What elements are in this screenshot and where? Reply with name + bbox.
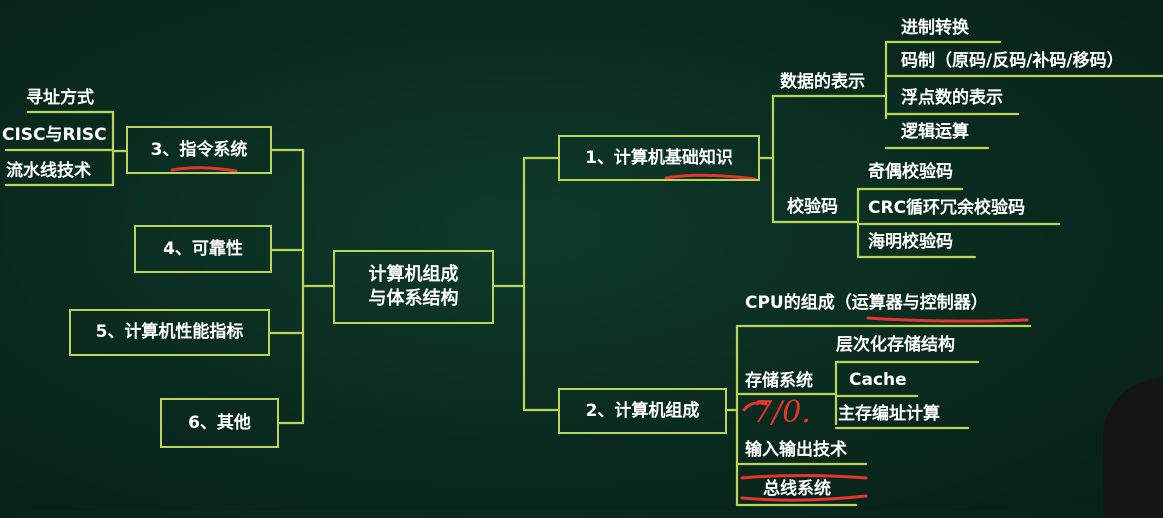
group-data-representation: 数据的表示: [780, 72, 865, 92]
leaf-base-conversion: 进制转换: [901, 18, 969, 38]
leaf-pipeline: 流水线技术: [6, 161, 91, 181]
leaf-storage-hierarchy: 层次化存储结构: [836, 335, 955, 355]
item-cpu-composition: CPU的组成（运算器与控制器）: [745, 293, 988, 313]
leaf-cisc-risc: CISC与RISC: [2, 125, 107, 145]
node-reliability: 4、可靠性: [134, 225, 272, 273]
node-instruction-system-label: 3、指令系统: [150, 139, 248, 160]
leaf-hamming-code: 海明校验码: [868, 232, 953, 252]
node-computer-organization-label: 2、计算机组成: [585, 400, 700, 421]
node-performance-metrics-label: 5、计算机性能指标: [95, 322, 244, 343]
group-check-codes: 校验码: [787, 197, 838, 217]
node-computer-basics: 1、计算机基础知识: [558, 135, 760, 181]
leaf-floating-point: 浮点数的表示: [901, 88, 1003, 108]
node-reliability-label: 4、可靠性: [163, 238, 243, 259]
node-computer-organization: 2、计算机组成: [558, 388, 727, 434]
leaf-code-systems: 码制（原码/反码/补码/移码）: [901, 51, 1124, 71]
center-node-label: 计算机组成 与体系结构: [368, 263, 459, 309]
item-bus-system: 总线系统: [763, 479, 831, 499]
node-instruction-system: 3、指令系统: [126, 126, 272, 174]
node-other: 6、其他: [160, 398, 279, 448]
node-other-label: 6、其他: [188, 412, 251, 433]
node-computer-basics-label: 1、计算机基础知识: [585, 147, 733, 168]
leaf-logic-operations: 逻辑运算: [901, 122, 969, 142]
leaf-parity-code: 奇偶校验码: [868, 162, 953, 182]
leaf-cache: Cache: [849, 370, 907, 390]
center-node: 计算机组成 与体系结构: [333, 250, 494, 324]
leaf-main-memory-addressing: 主存编址计算: [838, 404, 940, 424]
leaf-crc-code: CRC循环冗余校验码: [868, 198, 1026, 218]
node-performance-metrics: 5、计算机性能指标: [69, 309, 270, 356]
item-storage-system: 存储系统: [745, 371, 813, 391]
handwritten-annotation: 7/0.: [753, 395, 811, 430]
item-io-technology: 输入输出技术: [745, 440, 847, 460]
leaf-addressing-mode: 寻址方式: [26, 88, 94, 108]
